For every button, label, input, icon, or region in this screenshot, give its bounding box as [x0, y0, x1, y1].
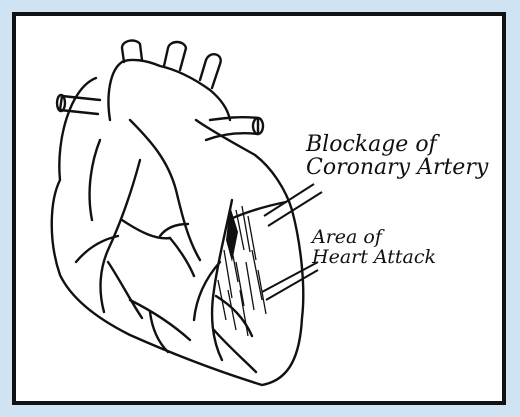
pulmonary-artery	[206, 117, 258, 140]
aortic-branch-mid	[164, 42, 186, 70]
heart-attack-label-line-2: Heart Attack	[312, 248, 436, 268]
blockage-label-line-2: Coronary Artery	[306, 156, 488, 179]
aortic-branch-right	[200, 54, 221, 88]
aorta	[109, 60, 231, 120]
atrium-contour	[90, 140, 100, 220]
heart-attack-area	[218, 206, 266, 336]
coronary-artery-left	[101, 160, 140, 312]
blockage-label-line-1: Blockage of	[306, 133, 488, 156]
heart-outline	[52, 78, 304, 385]
blockage-label: Blockage of Coronary Artery	[306, 133, 488, 179]
heart-attack-label-line-1: Area of	[312, 228, 436, 248]
heart-attack-label: Area of Heart Attack	[312, 228, 436, 268]
heart-attack-pointer	[262, 262, 318, 292]
